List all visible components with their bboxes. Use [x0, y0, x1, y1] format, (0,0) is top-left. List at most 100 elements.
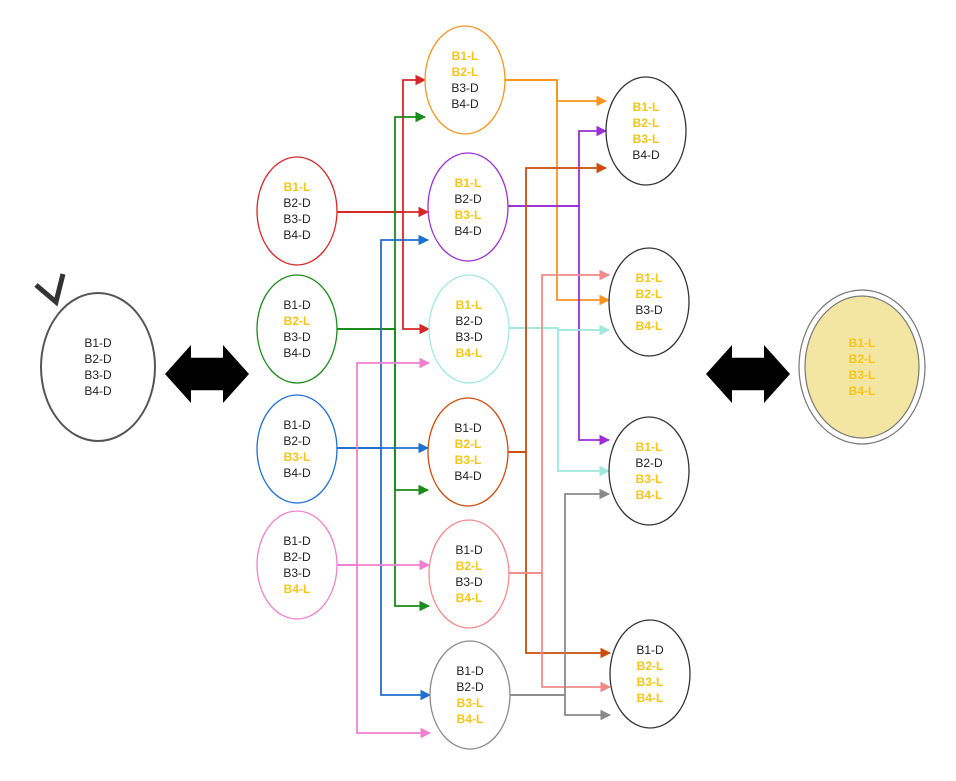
- node-l123-line: B4-D: [632, 148, 660, 162]
- node-l234-line: B2-L: [637, 659, 664, 673]
- node-l4-line: B1-D: [283, 534, 311, 548]
- node-l12-ellipse: [424, 25, 506, 135]
- node-l23-line: B2-L: [455, 437, 482, 451]
- node-l14-ellipse: [428, 274, 510, 384]
- node-l13-ellipse: [427, 152, 509, 262]
- node-l34-line: B2-D: [456, 680, 484, 694]
- node-l134-line: B4-L: [636, 488, 663, 502]
- node-l3-line: B3-L: [284, 450, 311, 464]
- node-l14: B1-LB2-DB3-DB4-L: [428, 274, 510, 384]
- node-l124-line: B2-L: [636, 287, 663, 301]
- node-l134: B1-L B2-D B3-L B4-L: [608, 416, 690, 526]
- edge-l23-to-l234: [508, 451, 612, 659]
- node-l23-line: B3-L: [455, 453, 482, 467]
- node-l14-line: B4-L: [456, 346, 483, 360]
- node-l34: B1-DB2-DB3-LB4-L: [429, 640, 511, 750]
- node-l2-ellipse: [256, 274, 338, 384]
- node-l134-ellipse: [608, 416, 690, 526]
- check-mark-icon: [34, 273, 66, 307]
- node-l124-line: B4-L: [636, 319, 663, 333]
- node-l4: B1-DB2-DB3-DB4-L: [256, 510, 338, 620]
- arrow-right-icon: [706, 345, 790, 403]
- node-l3-ellipse: [256, 394, 338, 504]
- node-l124-ellipse: [608, 247, 690, 357]
- node-l13: B1-LB2-DB3-LB4-D: [427, 152, 509, 262]
- edge-l12-to-l123: [505, 79, 608, 107]
- node-l134-line: B1-L: [636, 440, 663, 454]
- node-start-line: B3-D: [84, 368, 112, 382]
- node-l1: B1-LB2-DB3-DB4-D: [256, 156, 338, 266]
- node-l24-line: B3-D: [455, 575, 483, 589]
- node-l234: B1-DB2-LB3-LB4-L: [609, 619, 691, 729]
- node-l134-line: B3-L: [636, 472, 663, 486]
- node-l1-line: B1-L: [284, 180, 311, 194]
- node-l123-line: B2-L: [633, 116, 660, 130]
- node-final-line: B1-L: [849, 336, 876, 350]
- node-l3-line: B1-D: [283, 418, 311, 432]
- node-l12-line: B3-D: [451, 81, 479, 95]
- node-final-line: B3-L: [849, 368, 876, 382]
- node-l12-line: B1-L: [452, 49, 479, 63]
- node-l3-line: B2-D: [283, 434, 311, 448]
- node-l23: B1-DB2-LB3-LB4-D: [427, 397, 509, 507]
- node-l13-line: B2-D: [454, 192, 482, 206]
- node-start-line: B1-D: [84, 336, 112, 350]
- edge-l12-to-l124: [505, 79, 611, 306]
- node-l124-line: B3-D: [635, 303, 663, 317]
- node-l4-line: B3-D: [283, 566, 311, 580]
- edge-l3-to-l13: [337, 234, 430, 449]
- node-l34-line: B1-D: [456, 664, 484, 678]
- node-final: B1-LB2-LB3-LB4-L: [798, 289, 926, 445]
- node-l2: B1-DB2-LB3-DB4-D: [256, 274, 338, 384]
- node-start: B1-D B2-D B3-D B4-D: [40, 292, 156, 442]
- edges-layer: [337, 74, 612, 739]
- nodes-layer: B1-DB2-DB3-DB4-DB1-LB2-DB3-DB4-DB1-DB2-L…: [34, 25, 926, 750]
- edge-l2-to-l24: [337, 328, 431, 612]
- node-l123: B1-LB2-LB3-LB4-D: [605, 76, 687, 186]
- node-l234-ellipse: [609, 619, 691, 729]
- edge-l24-to-l124: [509, 269, 611, 574]
- node-l2-line: B4-D: [283, 346, 311, 360]
- node-l23-ellipse: [427, 397, 509, 507]
- node-l1-line: B4-D: [283, 228, 311, 242]
- node-l14-line: B1-L: [456, 298, 483, 312]
- node-start-ellipse: [40, 292, 156, 442]
- node-l13-line: B4-D: [454, 224, 482, 238]
- node-l123-ellipse: [605, 76, 687, 186]
- edge-l14-to-l134: [509, 327, 611, 477]
- node-start-line: B4-D: [84, 384, 112, 398]
- node-l124: B1-LB2-LB3-DB4-L: [608, 247, 690, 357]
- edge-l3-to-l34: [337, 447, 432, 701]
- edge-l13-to-l134: [508, 205, 611, 446]
- node-final-line: B2-L: [849, 352, 876, 366]
- node-l12: B1-L B2-L B3-D B4-D: [424, 25, 506, 135]
- node-l134-line: B2-D: [635, 456, 663, 470]
- node-l12-line: B4-D: [451, 97, 479, 111]
- node-l234-line: B4-L: [637, 691, 664, 705]
- node-l3: B1-D B2-D B3-L B4-D: [256, 394, 338, 504]
- node-l4-line: B2-D: [283, 550, 311, 564]
- edge-l4-to-l34: [337, 564, 432, 739]
- node-l24-line: B2-L: [456, 559, 483, 573]
- edge-l4-to-l14: [337, 357, 431, 566]
- node-l12-line: B2-L: [452, 65, 479, 79]
- arrow-left-icon: [165, 345, 249, 403]
- node-l34-line: B3-L: [457, 696, 484, 710]
- node-l24: B1-DB2-LB3-DB4-L: [428, 519, 510, 629]
- node-l123-line: B3-L: [633, 132, 660, 146]
- edge-l1-to-l12: [337, 74, 427, 213]
- edge-l34-to-l134: [510, 488, 611, 696]
- node-l2-line: B2-L: [284, 314, 311, 328]
- node-l24-line: B4-L: [456, 591, 483, 605]
- node-l1-line: B2-D: [283, 196, 311, 210]
- node-l13-line: B3-L: [455, 208, 482, 222]
- edge-l2-to-l23: [337, 328, 430, 496]
- node-l2-line: B3-D: [283, 330, 311, 344]
- double-arrows-layer: [165, 345, 790, 403]
- node-final-ellipse: [804, 295, 920, 439]
- node-l3-line: B4-D: [283, 466, 311, 480]
- node-l14-line: B2-D: [455, 314, 483, 328]
- node-l24-ellipse: [428, 519, 510, 629]
- node-start-line: B2-D: [84, 352, 112, 366]
